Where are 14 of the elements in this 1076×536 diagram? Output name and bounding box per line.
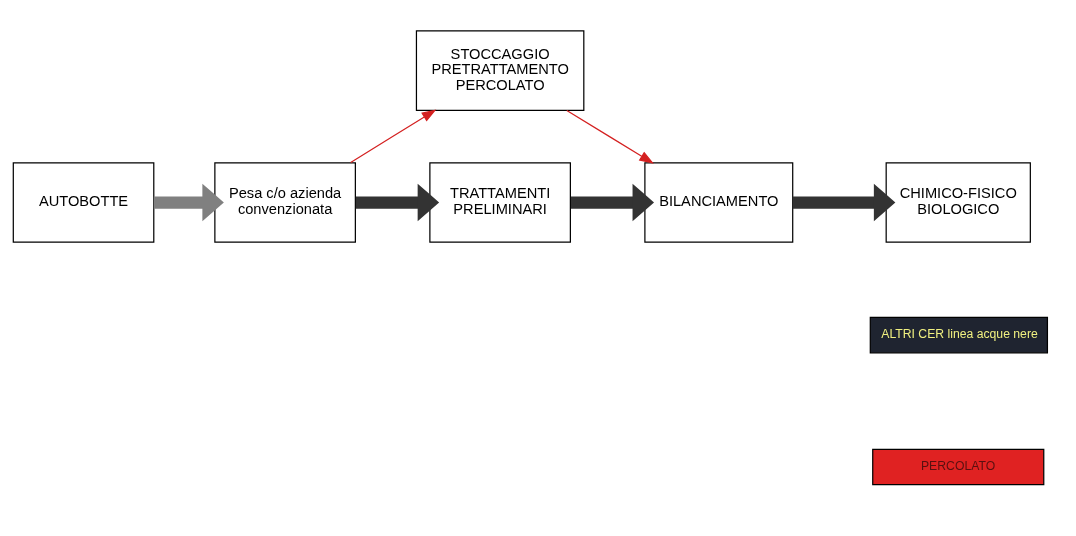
arrow bbox=[792, 183, 896, 221]
node-box: TRATTAMENTI PRELIMINARI bbox=[429, 161, 571, 243]
node-box: CHIMICO-FISICO BIOLOGICO bbox=[885, 161, 1031, 243]
arrow bbox=[566, 109, 654, 164]
arrow bbox=[570, 183, 655, 221]
node-box: BILANCIAMENTO bbox=[644, 161, 794, 243]
arrow bbox=[355, 183, 440, 221]
arrow bbox=[153, 183, 224, 221]
legend-label: PERCOLATO bbox=[920, 458, 996, 473]
node-box: STOCCAGGIO PRETRATTAMENTO PERCOLATO bbox=[415, 29, 585, 111]
node-box: Pesa c/o azienda convenzionata bbox=[214, 161, 356, 243]
node-box: AUTOBOTTE bbox=[12, 161, 155, 243]
legend-label: ALTRI CER linea acque nere bbox=[881, 326, 1038, 341]
arrow bbox=[350, 108, 437, 163]
